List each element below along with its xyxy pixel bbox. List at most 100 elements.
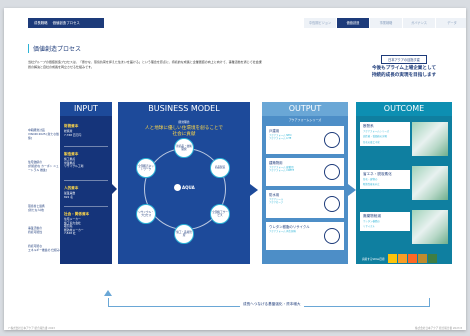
sdgs-label: 貢献するSDGs目標	[362, 257, 385, 261]
company-logo: AQUA	[174, 182, 196, 192]
capital-line: 施工協力会社	[64, 220, 81, 225]
section-tabs: 中長期ビジョン 価値創造 事業戦略 ガバナンス データ	[304, 18, 466, 28]
outcome-line: 住宅・建物の	[363, 178, 378, 181]
output-heading: OUTPUT	[262, 102, 348, 116]
node-quality: 施工・品質管理	[174, 224, 194, 244]
business-model-column: BUSINESS MODEL 経営理念 人と地球に優しい住環境を創ることで 社会…	[118, 102, 250, 264]
side-note: 環境省と連携 [新たな人材]	[28, 204, 60, 212]
capital-manufacturing: 製造資本 施工拠点 営業拠点 リサイクル工場	[64, 152, 108, 169]
side-note-title: 持続可能な	[28, 244, 42, 248]
capital-line: リサイクル工場	[64, 164, 84, 169]
house-icon	[324, 132, 340, 148]
waterproof-icon	[324, 196, 340, 212]
node-recycling: リサイクル・プロセス	[136, 204, 156, 224]
output-title: 防水用	[269, 193, 280, 197]
output-card: ウレタン樹脂のリサイクル アクアフォーム 再生原料	[266, 222, 344, 250]
sdgs-row: 貢献するSDGs目標	[362, 254, 437, 263]
header-bar: 成長戦略 価値創造プロセス 中長期ビジョン 価値創造 事業戦略 ガバナンス デー…	[4, 18, 466, 28]
outcome-heading: OUTCOME	[356, 102, 452, 116]
outcome-line: 高性能・低価格の実現	[363, 135, 387, 139]
capital-line: 7,768 百万円	[64, 132, 82, 137]
node-sales-network: 全国販売ネットワーク	[136, 158, 156, 178]
sdg-7-icon	[387, 254, 397, 263]
philosophy-text: 人と地球に優しい住環境を創ることで 社会に貢献	[118, 126, 250, 138]
outcome-line: ウレタン樹脂の	[363, 220, 380, 223]
tab-governance[interactable]: ガバナンス	[403, 18, 435, 28]
output-lines: アクアフォーム NEO アクアフォーム LITE	[269, 134, 313, 141]
side-note: 持続可能な エネルギー推進の 仕組み	[28, 244, 60, 252]
capital-line: 施工拠点	[64, 157, 76, 161]
output-title: 建築物用	[269, 161, 283, 165]
output-series-label: アクアフォームシリーズ	[288, 118, 322, 122]
tab-data[interactable]: データ	[436, 18, 466, 28]
philosophy-label: 経営理念	[178, 120, 190, 124]
side-note-text: 持続可能性	[28, 230, 42, 234]
outcome-line: アクアフォームシリーズ	[363, 130, 389, 133]
side-note-title: 環境省と連携	[28, 204, 45, 208]
goal-box: 日本アクアの目指す姿 今後もプライム上場企業として 持続的成長の実現を目指します	[356, 46, 452, 82]
logo-mark-icon	[174, 183, 181, 191]
outcome-column: OUTCOME 断熱系 アクアフォームシリーズ 高性能・低価格の実現 住宅の省エ…	[356, 102, 452, 264]
tab-vision[interactable]: 中長期ビジョン	[304, 18, 336, 28]
arrow-bm-icon	[250, 184, 258, 196]
side-note-text: エネルギー推進の 仕組み	[28, 248, 60, 252]
outcome-line: 断熱性能を向上	[363, 183, 380, 187]
arrow-up-icon	[104, 290, 112, 296]
side-note-text: [持続的な カーボン ニュートラル 推進]	[28, 164, 59, 172]
breadcrumb-page: 価値創造プロセス	[52, 21, 80, 25]
philosophy-line-1: 人と地球に優しい住環境を創ることで	[145, 126, 223, 131]
output-line: アクアフォーム LITE	[269, 137, 292, 141]
output-lines: アクアフォーム 建築用 アクアフォーム CRETE	[269, 166, 313, 173]
input-column: INPUT 財務資本 総資産 7,768 百万円 製造資本 施工拠点 営業拠点 …	[60, 102, 112, 264]
business-model-heading: BUSINESS MODEL	[118, 102, 250, 116]
philosophy-line-2: 社会に貢献	[172, 132, 196, 137]
output-line: アクアフォーム CRETE	[269, 169, 295, 173]
output-line: アクアシール	[269, 198, 284, 201]
outcome-card: 断熱系 アクアフォームシリーズ 高性能・低価格の実現 住宅の省エネ化	[360, 122, 410, 147]
report-page: 成長戦略 価値創造プロセス 中長期ビジョン 価値創造 事業戦略 ガバナンス デー…	[4, 8, 466, 330]
goal-line-1: 今後もプライム上場企業として	[371, 66, 437, 71]
output-card: 建築物用 アクアフォーム 建築用 アクアフォーム CRETE	[266, 158, 344, 186]
arrow-input-icon	[112, 184, 117, 194]
outcome-photo	[412, 166, 448, 200]
cycle-label: 成長へつなげる基盤強化・資本増大	[240, 302, 304, 307]
goal-label: 日本アクアの目指す姿	[381, 55, 427, 64]
capital-line: 取引先	[64, 224, 73, 229]
side-note: 事業活動の 持続可能性	[28, 226, 60, 234]
output-card: 戸建用 アクアフォーム NEO アクアフォーム LITE	[266, 126, 344, 154]
outcome-photo	[412, 122, 448, 156]
outcome-title: 廃棄物削減	[363, 214, 381, 218]
breadcrumb-section: 成長戦略	[34, 21, 48, 25]
capital-social: 社会・関係資本 住宅メーカー 施工協力会社 取引先 断熱材メーカー 7,848 …	[64, 212, 108, 236]
breadcrumb: 成長戦略 価値創造プロセス	[28, 18, 104, 28]
capital-line: 営業拠点	[64, 160, 76, 165]
node-manufacturing: 商品製造	[210, 158, 230, 178]
output-lines: アクアシール アクアセーフ	[269, 198, 313, 205]
tab-value-creation[interactable]: 価値創造	[337, 18, 369, 28]
sdg-9-icon	[407, 254, 417, 263]
building-icon	[324, 164, 340, 180]
sdg-12-icon	[417, 254, 427, 263]
node-rnd: 新商品・技術開発	[174, 138, 194, 158]
output-title: ウレタン樹脂のリサイクル	[269, 225, 310, 229]
capital-line: 7,848 社	[64, 231, 76, 236]
outcome-line: リサイクル	[363, 225, 375, 229]
page-title: 価値創造プロセス	[28, 44, 81, 53]
outcome-photo	[412, 210, 448, 244]
output-line: アクアセーフ	[269, 201, 284, 205]
capital-title: 製造資本	[64, 152, 79, 156]
output-card: 防水用 アクアシール アクアセーフ	[266, 190, 344, 218]
tab-business-strategy[interactable]: 事業戦略	[370, 18, 402, 28]
output-line: アクアフォーム NEO	[269, 134, 292, 137]
outcome-line: 住宅の省エネ化	[363, 140, 380, 144]
outcome-card: 廃棄物削減 ウレタン樹脂の リサイクル	[360, 212, 410, 231]
outcome-card: 省エネ・脱炭素化 住宅・建物の 断熱性能を向上	[360, 170, 410, 189]
side-note: 中期経営計画 VISION 2025 [新たな価値]	[28, 128, 60, 140]
capital-line: 822 名	[64, 194, 74, 199]
output-lines: アクアフォーム 再生原料	[269, 230, 313, 233]
footer-left: 7 株式会社日本アクア 統合報告書 2023	[8, 327, 55, 330]
capital-title: 財務資本	[64, 124, 79, 128]
side-note-text: VISION 2025 [新たな価値]	[28, 132, 59, 140]
capital-line: 従業員数	[64, 191, 76, 195]
arrow-output-icon	[348, 184, 356, 196]
